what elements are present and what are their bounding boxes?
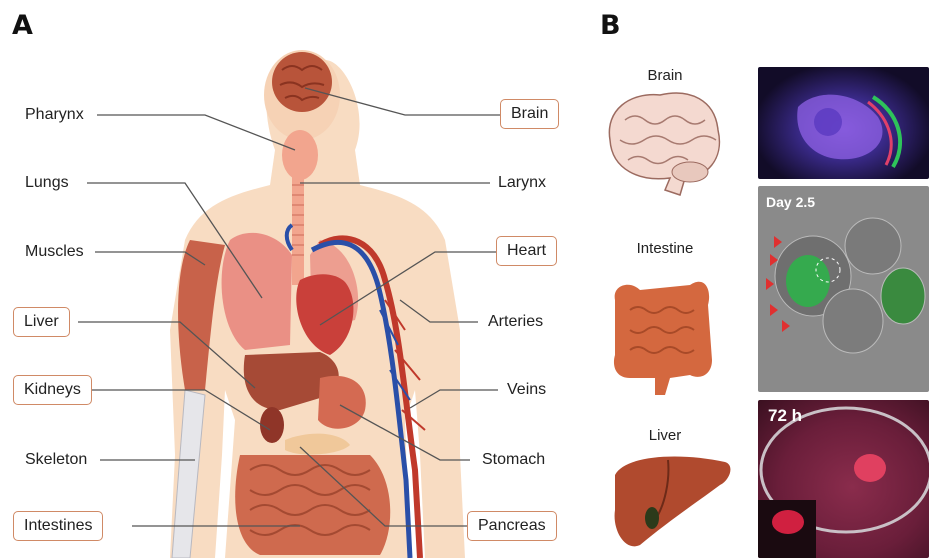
- micrograph-liver-bud: 72 h: [758, 400, 929, 558]
- intestine-organoid-shapes: [758, 186, 929, 392]
- brain-organoid-shapes: [758, 67, 929, 179]
- micrograph-caption-day: Day 2.5: [766, 194, 815, 210]
- liver-illustration: [615, 456, 731, 546]
- brain-illustration: [609, 93, 719, 195]
- micrograph-caption-hours: 72 h: [768, 406, 802, 426]
- micrograph-intestine-organoid: Day 2.5: [758, 186, 929, 392]
- micrograph-brain-organoid: [758, 67, 929, 179]
- intestine-illustration: [614, 282, 712, 395]
